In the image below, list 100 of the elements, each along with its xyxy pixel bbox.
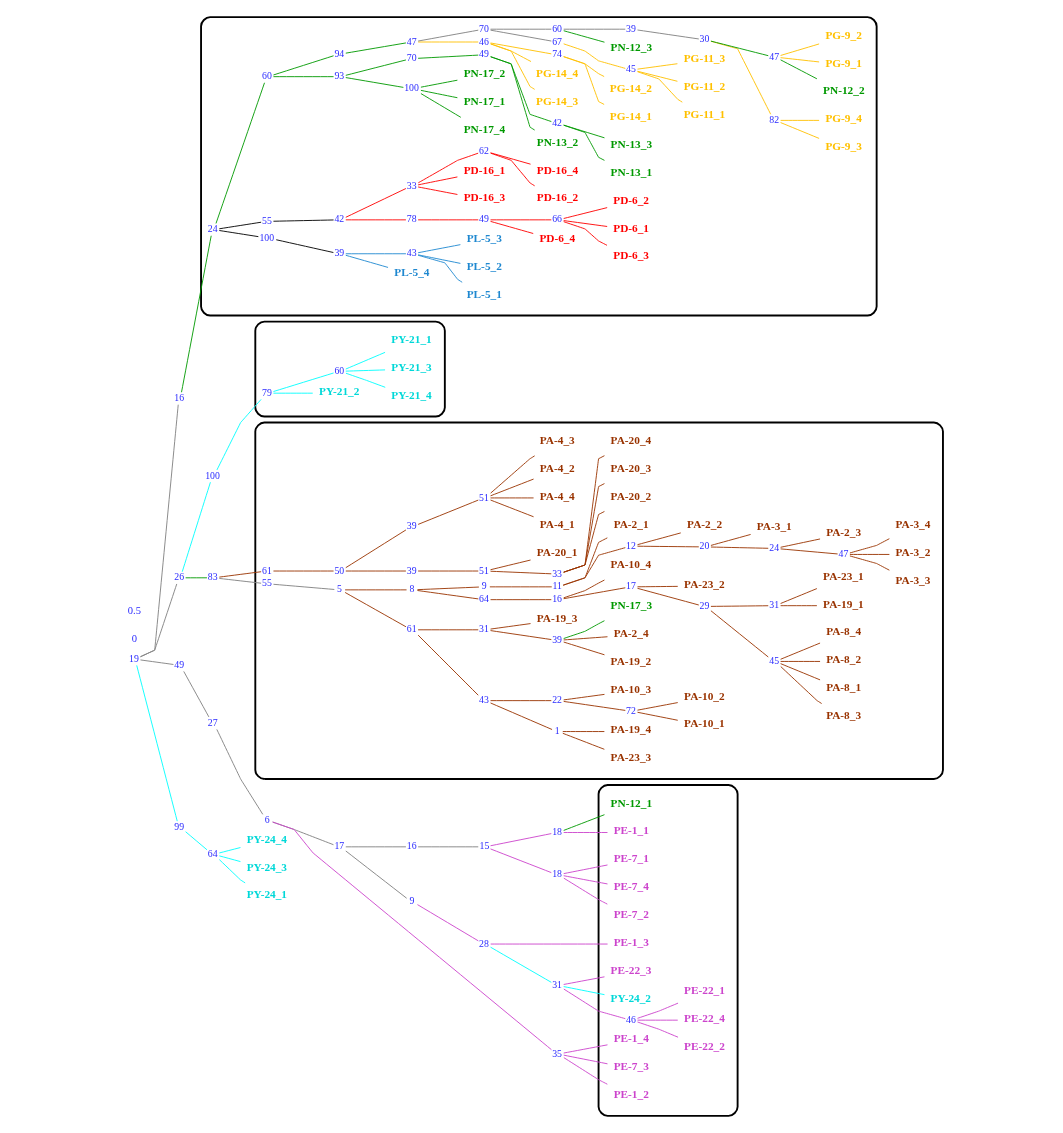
connector	[181, 235, 212, 393]
connector	[563, 875, 608, 885]
connector	[780, 538, 821, 548]
node-text: PG-11_2	[683, 79, 726, 92]
cluster	[597, 784, 739, 1117]
connector	[181, 481, 211, 573]
node-text: 51	[479, 491, 489, 503]
connector	[273, 76, 334, 78]
node-text: PE-7_2	[613, 908, 649, 921]
node-text: PG-11_3	[683, 51, 726, 64]
node-text: PE-7_4	[613, 880, 649, 893]
node-text: PA-20_4	[610, 434, 652, 447]
node-text: 16	[174, 392, 185, 404]
connector	[417, 634, 479, 696]
connector	[563, 700, 626, 711]
node-text: 6	[264, 814, 270, 826]
connector	[562, 732, 605, 750]
connector	[710, 610, 769, 658]
connector	[637, 1021, 679, 1038]
node-text: PA-10_4	[610, 558, 652, 571]
connector	[562, 537, 608, 586]
node-text: 15	[479, 840, 490, 852]
connector	[490, 478, 534, 497]
connector	[563, 986, 605, 996]
node-text: 46	[479, 35, 489, 47]
node-text: PE-7_3	[613, 1060, 649, 1073]
connector	[417, 54, 479, 59]
connector	[637, 587, 700, 606]
node-text: 26	[174, 571, 185, 583]
node-text: PL-5_1	[466, 287, 502, 300]
connector	[637, 585, 679, 588]
connector	[563, 221, 608, 246]
connector	[563, 207, 608, 219]
connector	[637, 1019, 679, 1021]
node-text: 45	[769, 655, 780, 667]
node-text: PD-6_3	[613, 249, 650, 262]
connector	[417, 176, 458, 186]
node-text: PA-3_3	[895, 574, 931, 587]
connector	[218, 577, 262, 584]
node-text: PN-12_1	[610, 796, 653, 809]
connector	[563, 693, 605, 701]
node-text: 47	[838, 548, 849, 559]
node-text: 49	[174, 658, 185, 670]
node-text: 8	[409, 583, 415, 595]
connector	[490, 702, 553, 730]
node-text: 17	[334, 840, 345, 852]
node-text: PA-4_4	[539, 489, 575, 502]
connector	[780, 119, 820, 121]
node-text: 49	[479, 48, 489, 60]
node-text: PE-1_4	[613, 1032, 649, 1045]
node-text: 64	[207, 847, 218, 859]
connector	[185, 831, 208, 851]
node-text: 39	[406, 564, 417, 576]
node-text: PA-19_4	[610, 723, 652, 736]
node-text: PL-5_3	[466, 232, 502, 245]
connector	[710, 40, 772, 115]
connector	[216, 728, 264, 815]
node-text: 31	[552, 979, 562, 991]
node-text: 33	[552, 567, 562, 579]
node-text: PY-21_3	[391, 360, 432, 373]
node-text: PG-9_4	[825, 112, 862, 125]
node-text: 60	[262, 70, 272, 82]
connector	[563, 832, 608, 833]
node-text: PE-1_3	[613, 935, 649, 948]
node-text: PD-16_1	[463, 163, 506, 176]
node-text: 61	[262, 564, 272, 576]
node-text: 61	[406, 623, 417, 635]
connector	[710, 40, 769, 57]
node-text: 22	[552, 694, 562, 706]
node-text: PE-22_1	[684, 984, 725, 997]
connector	[637, 702, 679, 711]
connector	[417, 590, 479, 600]
node-text: PY-21_4	[391, 388, 432, 401]
connector	[490, 623, 531, 630]
node-text: PA-23_2	[684, 577, 725, 590]
connector	[490, 152, 536, 187]
node-text: PG-14_3	[536, 94, 579, 107]
connector	[780, 661, 821, 662]
connector	[417, 244, 461, 254]
connector	[218, 571, 262, 578]
node-text: PE-22_3	[610, 963, 652, 976]
connector	[490, 152, 531, 165]
connector	[345, 529, 407, 569]
node-text: PA-20_1	[536, 545, 578, 558]
connector	[273, 372, 334, 392]
node-text: 18	[552, 868, 562, 880]
connector	[417, 29, 479, 42]
connector	[637, 711, 679, 721]
connector	[490, 630, 552, 640]
connector	[637, 63, 678, 70]
node-text: 9	[409, 895, 415, 907]
node-text: PA-8_3	[826, 709, 862, 722]
connector	[136, 664, 178, 822]
connector	[490, 29, 552, 42]
node-text: 60	[552, 22, 562, 34]
node-text: PA-23_1	[823, 569, 864, 582]
node-text: PA-3_4	[895, 518, 931, 531]
node-text: 39	[626, 22, 636, 34]
connector	[563, 1054, 608, 1065]
node-text: 78	[406, 213, 417, 225]
